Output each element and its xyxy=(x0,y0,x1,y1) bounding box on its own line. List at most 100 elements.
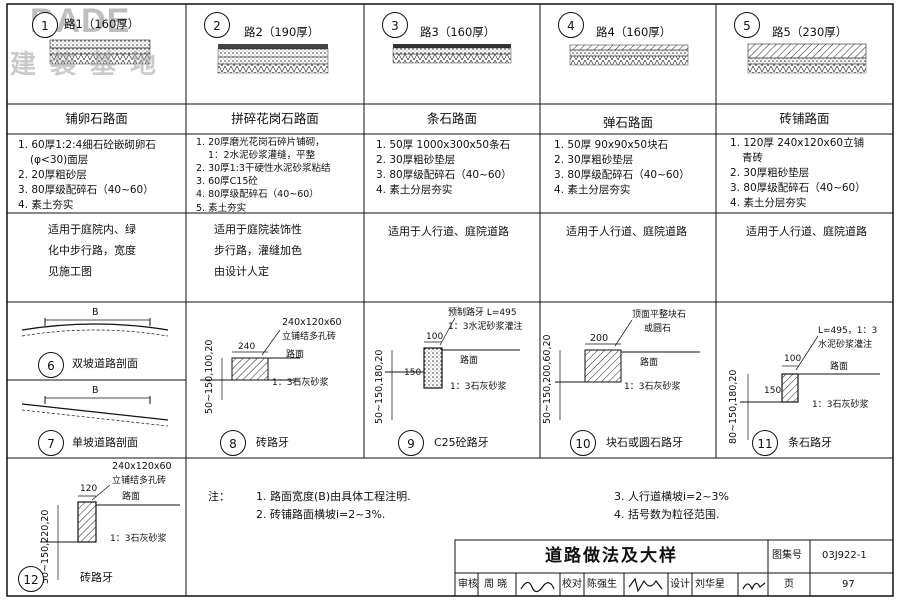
section-1-name: 铺卵石路面 xyxy=(65,111,128,126)
detail-9-150: 150 xyxy=(404,368,422,378)
usage-line: 由设计人定 xyxy=(214,264,269,278)
section-5-name: 砖铺路面 xyxy=(779,111,830,126)
drawing-title: 道路做法及大样 xyxy=(545,546,678,566)
detail-11-width: 100 xyxy=(784,354,802,364)
section-4-usage: 适用于人行道、庭院道路 xyxy=(566,225,687,238)
detail-7-profile xyxy=(21,396,169,427)
design-signature xyxy=(742,582,766,591)
design-name: 刘华星 xyxy=(695,579,725,590)
notes-label: 注： xyxy=(208,490,230,503)
detail-9-note1: 预制路牙 L=495 xyxy=(448,308,517,318)
note-3: 3. 人行道横坡i=2~3% xyxy=(614,490,729,503)
section-4-number: 4 xyxy=(558,12,584,38)
layer: 4. 80厚级配碎石（40~60） xyxy=(196,189,319,201)
detail-9-caption: C25砼路牙 xyxy=(434,436,489,449)
note-4: 4. 括号数为粒径范围. xyxy=(614,508,720,521)
detail-12-mortar: 1：3石灰砂浆 xyxy=(110,534,167,544)
detail-9-mortar: 1：3石灰砂浆 xyxy=(450,382,507,392)
audit-label: 审核 xyxy=(458,579,478,590)
layer: 1. 60厚1:2:4细石砼嵌砌卵石 xyxy=(18,139,156,151)
page-number: 97 xyxy=(842,579,855,590)
note-2: 2. 砖铺路面横坡i=2~3%. xyxy=(256,508,386,521)
detail-10-road: 路面 xyxy=(640,358,659,368)
check-label: 校对 xyxy=(562,579,582,590)
section-1-thickness: 路1（160厚） xyxy=(64,17,140,31)
layer: 2. 30厚1:3干硬性水泥砂浆粘结 xyxy=(196,163,331,175)
detail-8-width: 240 xyxy=(238,342,256,352)
layer: 3. 80厚级配碎石（40~60） xyxy=(18,183,154,196)
detail-10-drawing xyxy=(555,319,700,420)
section-3-layers: 1. 50厚 1000x300x50条石 2. 30厚粗砂垫层 3. 80厚级配… xyxy=(376,138,512,198)
detail-9-number: 9 xyxy=(398,430,424,456)
layer: 2. 30厚粗砂垫层 xyxy=(554,153,634,166)
design-label: 设计 xyxy=(670,579,690,590)
detail-9-drawing xyxy=(385,317,520,420)
detail-12-caption: 砖路牙 xyxy=(80,571,113,584)
detail-8-note1: 240x120x60 xyxy=(282,317,342,328)
layer: 1. 20厚磨光花岗石碎片铺砌， xyxy=(196,137,325,148)
detail-10-note1: 顶面平整块石 xyxy=(632,310,687,320)
detail-12-road: 路面 xyxy=(122,492,141,502)
detail-7-width-label: B xyxy=(92,385,99,396)
detail-8-mortar: 1：3石灰砂浆 xyxy=(272,378,329,388)
layer: 3. 80厚级配碎石（40~60） xyxy=(554,168,690,181)
detail-8-vertical-dims: 50~150,100,20 xyxy=(204,339,215,414)
detail-10-width: 200 xyxy=(590,333,609,344)
detail-12-note1: 240x120x60 xyxy=(112,461,172,472)
detail-11-vertical-dims: 80~150,180,20 xyxy=(728,369,739,444)
section-2-usage: 适用于庭院装饰性 步行路，灌缝加色 由设计人定 xyxy=(214,220,302,283)
section-2-layers: 1. 20厚磨光花岗石碎片铺砌， 1：2水泥砂浆灌缝，平整 2. 30厚1:3干… xyxy=(196,136,330,215)
watermark-logo: BADE 建装基地 xyxy=(2,2,172,82)
detail-11-road: 路面 xyxy=(830,362,849,372)
detail-9-width: 100 xyxy=(426,332,444,342)
section-5-layers: 1. 120厚 240x120x60立铺 青砖 2. 30厚粗砂垫层 3. 80… xyxy=(730,136,866,211)
detail-6-caption: 双坡道路剖面 xyxy=(72,357,138,370)
section-2-number: 2 xyxy=(204,12,230,38)
detail-8-drawing xyxy=(200,329,300,400)
section-2-thickness: 路2（190厚） xyxy=(244,25,320,39)
detail-8-caption: 砖路牙 xyxy=(256,436,289,449)
section-2-name: 拼碎花岗石路面 xyxy=(231,111,319,126)
layer: 3. 60厚C15砼 xyxy=(196,176,258,188)
layer: (φ<30)面层 xyxy=(30,153,89,166)
detail-11-number: 11 xyxy=(752,430,778,456)
section-5-number: 5 xyxy=(734,12,760,38)
detail-6-number: 6 xyxy=(38,352,64,378)
atlas-label: 图集号 xyxy=(772,550,802,561)
layer: 5. 素土夯实 xyxy=(196,202,247,214)
watermark-chinese: 建装基地 xyxy=(10,50,171,80)
audit-signature xyxy=(520,581,555,593)
section-1-layers: 1. 60厚1:2:4细石砼嵌砌卵石 (φ<30)面层 2. 20厚粗砂层 3.… xyxy=(18,138,156,213)
usage-line: 适用于庭院装饰性 xyxy=(214,223,302,236)
detail-9-vertical-dims: 50~150,180,20 xyxy=(374,349,385,424)
section-5-usage: 适用于人行道、庭院道路 xyxy=(746,225,867,238)
pavement-strips xyxy=(49,39,867,74)
section-3-thickness: 路3（160厚） xyxy=(420,25,496,39)
audit-name: 周 晓 xyxy=(484,579,508,590)
detail-8-number: 8 xyxy=(220,430,246,456)
detail-12-width: 120 xyxy=(80,484,98,494)
layer: 1. 50厚 1000x300x50条石 xyxy=(376,139,511,151)
detail-10-vertical-dims: 50~150,200,60,20 xyxy=(542,334,553,424)
detail-11-drawing xyxy=(740,335,880,440)
detail-7-number: 7 xyxy=(38,430,64,456)
section-4-layers: 1. 50厚 90x90x50块石 2. 30厚粗砂垫层 3. 80厚级配碎石（… xyxy=(554,138,690,198)
check-signature xyxy=(628,577,663,593)
detail-10-number: 10 xyxy=(570,430,596,456)
detail-12-drawing xyxy=(40,484,180,580)
usage-line: 适用于庭院内、绿 xyxy=(48,223,136,236)
detail-6-width-label: B xyxy=(92,307,99,318)
section-4-thickness: 路4（160厚） xyxy=(596,25,672,39)
layer: 4. 素土分层夯实 xyxy=(554,183,631,196)
detail-11-note1: L=495，1：3 xyxy=(818,326,878,336)
detail-12-note2: 立铺结多孔砖 xyxy=(112,476,167,486)
layer: 4. 素土夯实 xyxy=(18,198,74,211)
detail-7-caption: 单坡道路剖面 xyxy=(72,436,138,449)
layer: 3. 80厚级配碎石（40~60） xyxy=(730,181,866,194)
note-1: 1. 路面宽度(B)由具体工程注明. xyxy=(256,490,411,503)
top-grid xyxy=(7,4,893,596)
layer: 青砖 xyxy=(742,151,763,164)
layer: 4. 素土分层夯实 xyxy=(730,196,807,209)
